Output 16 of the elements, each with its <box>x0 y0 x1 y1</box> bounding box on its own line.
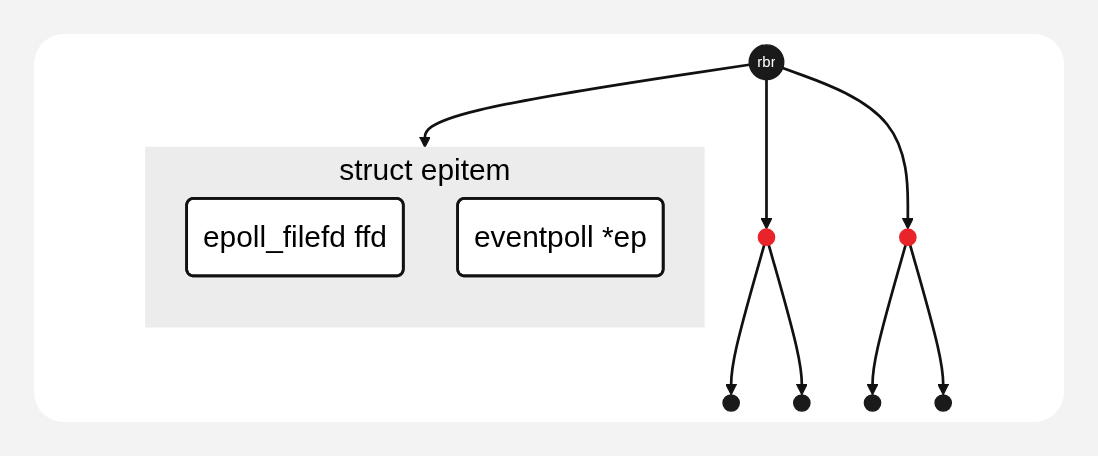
arrow <box>909 244 950 396</box>
arrow <box>782 66 915 230</box>
arrow <box>760 79 773 230</box>
node-circle <box>748 44 785 81</box>
node-circle <box>758 228 776 246</box>
arrow <box>419 63 750 148</box>
cluster <box>145 146 706 328</box>
arrow <box>725 244 766 396</box>
arrow <box>767 244 809 396</box>
node-circle <box>722 394 741 412</box>
node-circle <box>793 394 812 412</box>
arrow <box>866 244 908 396</box>
card-background: struct epitem epoll_filefd ffd eventpoll *ep rbr <box>34 34 1064 422</box>
node-circle <box>899 228 918 246</box>
node-circle <box>934 394 953 412</box>
node-circle <box>864 394 882 412</box>
